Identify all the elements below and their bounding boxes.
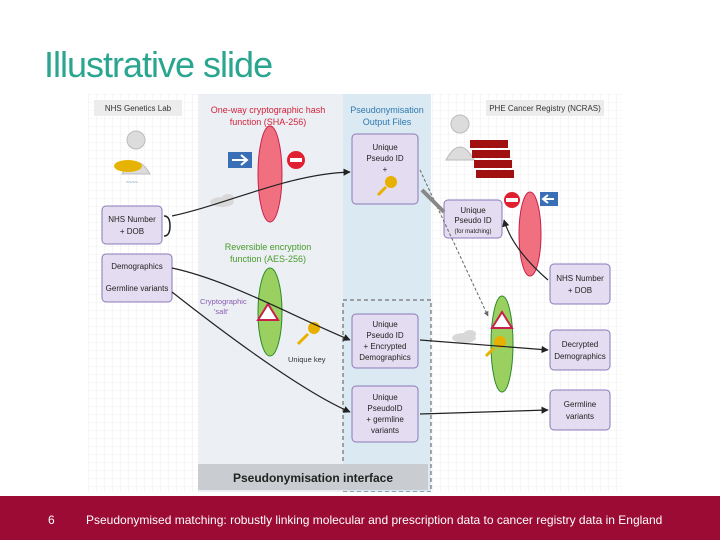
registry-tab	[486, 100, 604, 116]
output-box-3-line4: variants	[371, 426, 399, 435]
connector-arrows	[171, 168, 549, 415]
hash-title-1: One-way cryptographic hash	[211, 105, 326, 115]
match-box	[443, 199, 503, 239]
output-box-1-line1: Unique	[372, 143, 398, 152]
salt-label-2: 'salt'	[214, 307, 229, 316]
brace-icon	[163, 215, 171, 237]
match-box-line3: (for matching)	[454, 229, 491, 235]
hash-lens	[257, 125, 283, 223]
germline-label: Germline variants	[106, 284, 169, 293]
output-box-3-line2: PseudoID	[367, 404, 402, 413]
hash-title-2: function (SHA-256)	[230, 117, 307, 127]
output-box-2-line2: Pseudo ID	[366, 331, 404, 340]
unique-key-label: Unique key	[288, 355, 326, 364]
right-demo-box	[549, 329, 611, 371]
warning-sign-icon-right	[490, 310, 514, 329]
pseudonymisation-diagram: Pseudonymisation interface NHS Genetics …	[88, 94, 622, 492]
output-title-2: Output Files	[363, 117, 412, 127]
registry-label: PHE Cancer Registry (NCRAS)	[489, 104, 601, 113]
output-box-2-line1: Unique	[372, 320, 398, 329]
cloud-icon	[452, 330, 476, 343]
output-box-3	[351, 385, 419, 443]
slide-title: Illustrative slide	[44, 44, 273, 85]
reversible-title-1: Reversible encryption	[225, 242, 312, 252]
output-box-3-line1: Unique	[372, 393, 398, 402]
person-icon-left: ~~~~	[114, 130, 151, 186]
genetics-lab-label: NHS Genetics Lab	[105, 104, 172, 113]
key-icon-right	[484, 336, 506, 358]
right-nhs-box	[549, 263, 611, 305]
key-icon-box1	[376, 176, 397, 197]
output-box-2-line3: + Encrypted	[364, 342, 407, 351]
demographics-box	[101, 253, 173, 303]
output-title-1: Pseudonymisation	[350, 105, 424, 115]
match-box-line2: Pseudo ID	[454, 216, 492, 225]
right-demo-line1: Decrypted	[562, 340, 598, 349]
right-nhs-line1: NHS Number	[556, 274, 604, 283]
nhs-dob-left-2: + DOB	[120, 227, 144, 236]
output-box-1-line2: Pseudo ID	[366, 154, 404, 163]
demographics-label: Demographics	[111, 262, 163, 271]
right-germ-line1: Germline	[564, 400, 597, 409]
interface-label: Pseudonymisation interface	[233, 471, 393, 485]
right-germ-line2: variants	[566, 412, 594, 421]
output-box-1-line3: +	[383, 165, 388, 174]
person-icon-right	[445, 114, 514, 178]
footer-bar: 6 Pseudonymised matching: robustly linki…	[0, 496, 720, 540]
right-demo-line2: Demographics	[554, 352, 606, 361]
right-nhs-line2: + DOB	[568, 286, 592, 295]
warning-sign-icon	[256, 302, 280, 321]
hash-lens-right	[518, 191, 542, 277]
output-box-2	[351, 313, 419, 369]
output-box-1	[351, 133, 419, 205]
nhs-dob-left-1: NHS Number	[108, 215, 156, 224]
nhs-dob-left-box	[101, 205, 163, 245]
interface-bar	[198, 464, 428, 490]
genetics-lab-tab	[94, 100, 182, 116]
match-box-line1: Unique	[460, 206, 486, 215]
salt-label-1: Cryptographic	[200, 297, 247, 306]
page-number: 6	[48, 513, 55, 527]
right-germ-box	[549, 389, 611, 431]
output-dashed-box	[342, 299, 432, 492]
svg-text:~~~~: ~~~~	[126, 180, 138, 186]
footer-text: Pseudonymised matching: robustly linking…	[86, 513, 663, 527]
reversible-title-2: function (AES-256)	[230, 254, 306, 264]
output-box-2-line4: Demographics	[359, 353, 411, 362]
output-box-3-line3: + germline	[366, 415, 404, 424]
